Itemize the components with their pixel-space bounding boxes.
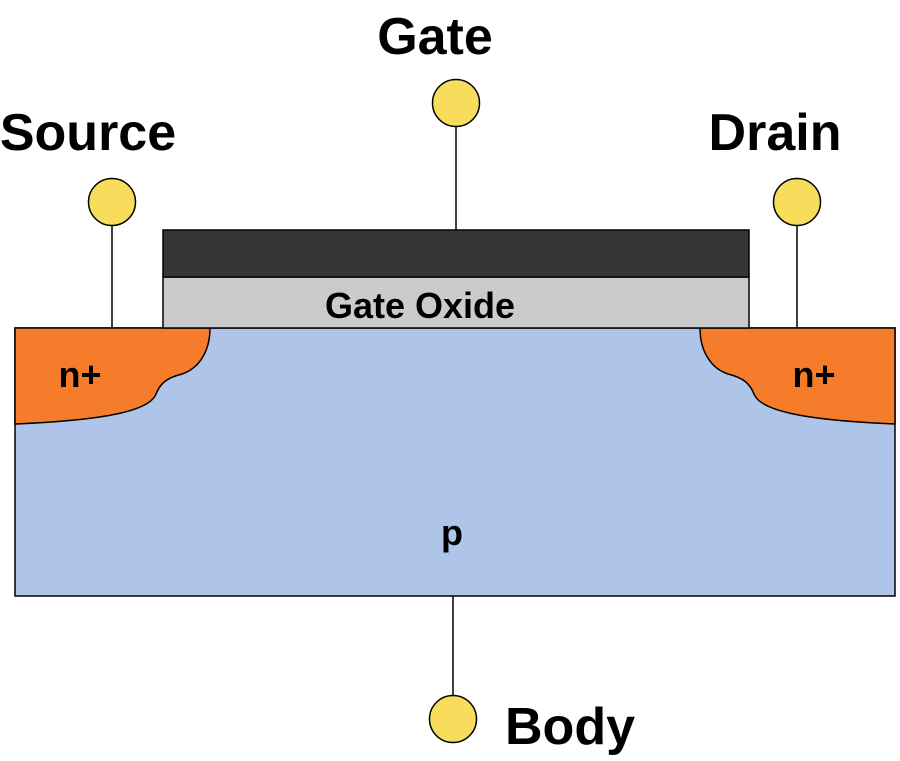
source-label: Source: [0, 104, 176, 162]
source-terminal-dot: [87, 177, 137, 227]
gate-oxide-layer: [162, 276, 750, 329]
body-label: Body: [505, 698, 635, 756]
drain-terminal-dot: [772, 177, 822, 227]
source-n-plus-region: [14, 327, 211, 425]
gate-oxide-label: Gate Oxide: [325, 285, 515, 326]
body-terminal-dot: [428, 694, 478, 744]
substrate-label: p: [441, 512, 463, 553]
gate-electrode: [162, 229, 750, 278]
gate-terminal-dot: [431, 78, 481, 128]
gate-label: Gate: [377, 8, 493, 66]
drain-doping-label: n+: [792, 354, 835, 395]
drain-n-plus-region: [699, 327, 896, 425]
source-doping-label: n+: [58, 354, 101, 395]
drain-label: Drain: [709, 104, 842, 162]
